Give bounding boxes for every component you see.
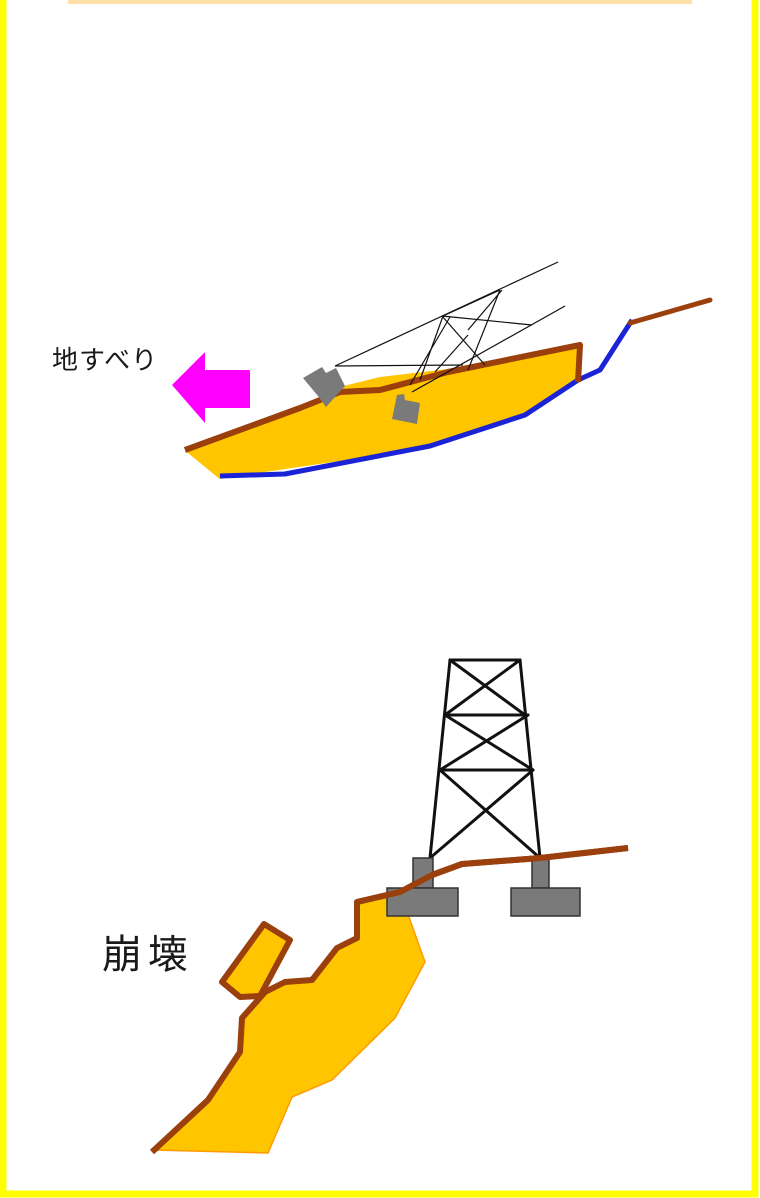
collapse-scene — [149, 658, 629, 1155]
left-arrow-icon — [172, 352, 250, 423]
landslide-scene — [172, 261, 713, 480]
transmission-tower-icon — [428, 658, 542, 860]
ground-surface-hill — [627, 297, 713, 326]
collapse-ground-top — [356, 845, 629, 905]
landslide-label: 地すべり — [52, 346, 159, 376]
landslide-mass — [185, 343, 579, 480]
detached-block — [219, 921, 293, 1000]
ground-surface-upper — [183, 342, 583, 453]
collapse-label: 崩壊 — [102, 932, 194, 978]
tilted-tower — [334, 261, 566, 393]
tilted-foundation-left — [303, 367, 345, 407]
slip-surface — [219, 318, 635, 479]
foundation-right — [510, 857, 581, 917]
tilted-foundation-right — [392, 394, 420, 424]
